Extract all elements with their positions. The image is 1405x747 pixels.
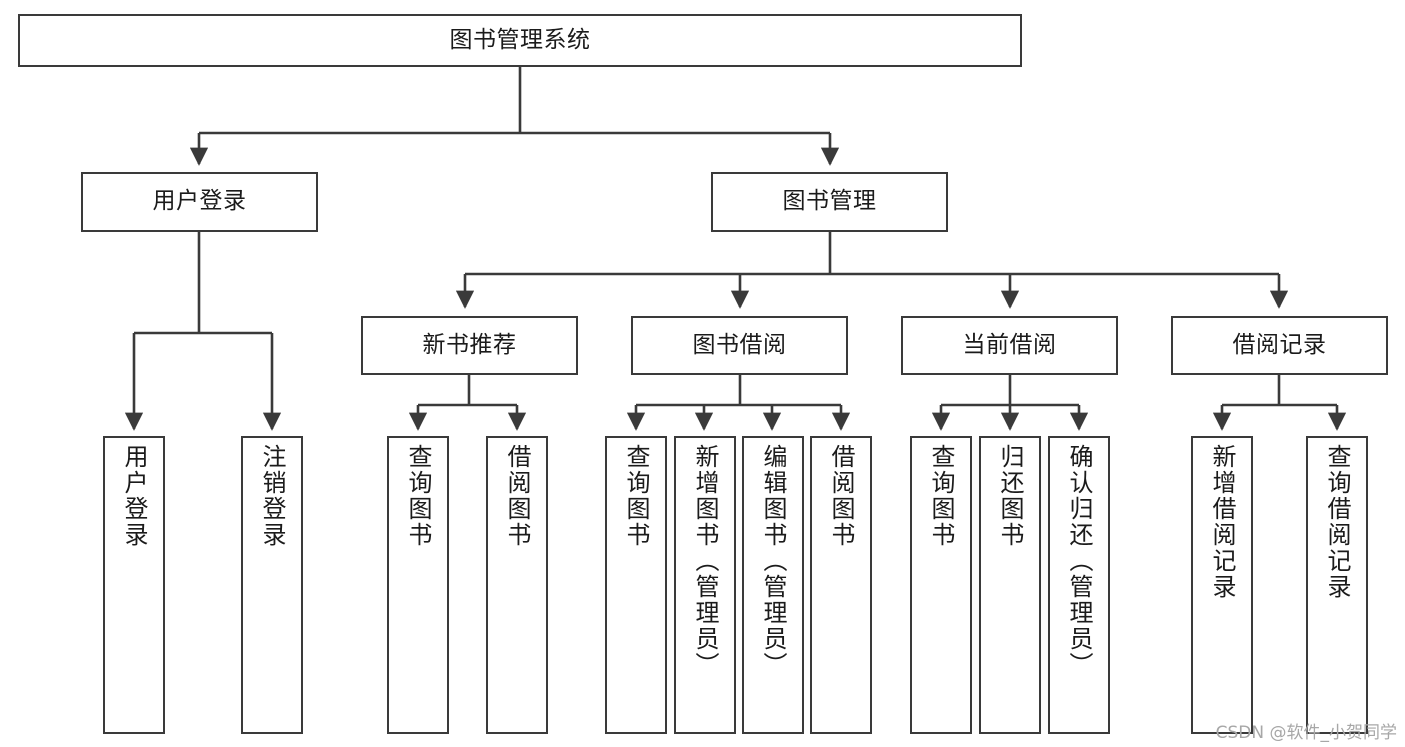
node-label: 查询图书 (927, 444, 955, 548)
leaf-borrow-query-book[interactable]: 查询图书 (605, 436, 667, 734)
node-label: 新书推荐 (422, 331, 517, 358)
node-label: 借阅图书 (503, 444, 531, 548)
node-new-book-recommend[interactable]: 新书推荐 (361, 316, 578, 375)
node-label: 图书管理 (782, 188, 877, 215)
watermark-text: CSDN @软件_小贺同学 (1215, 723, 1397, 743)
node-label: 用户登录 (120, 444, 148, 548)
leaf-user-login[interactable]: 用户登录 (103, 436, 165, 734)
node-label: 图书管理系统 (449, 26, 591, 53)
node-user-login[interactable]: 用户登录 (81, 172, 318, 232)
node-label: 编辑图书（管理员） (759, 444, 787, 678)
node-label: 用户登录 (152, 188, 247, 215)
node-borrow-record[interactable]: 借阅记录 (1171, 316, 1388, 375)
leaf-current-return-book[interactable]: 归还图书 (979, 436, 1041, 734)
leaf-record-add-borrow-record[interactable]: 新增借阅记录 (1191, 436, 1253, 734)
leaf-recommend-query-book[interactable]: 查询图书 (387, 436, 449, 734)
node-current-borrow[interactable]: 当前借阅 (901, 316, 1118, 375)
leaf-record-query-borrow-record[interactable]: 查询借阅记录 (1306, 436, 1368, 734)
leaf-current-query-book[interactable]: 查询图书 (910, 436, 972, 734)
node-book-borrow[interactable]: 图书借阅 (631, 316, 848, 375)
node-label: 确认归还（管理员） (1065, 444, 1093, 678)
node-label: 查询图书 (404, 444, 432, 548)
node-book-management[interactable]: 图书管理 (711, 172, 948, 232)
leaf-borrow-edit-book-admin[interactable]: 编辑图书（管理员） (742, 436, 804, 734)
node-label: 借阅记录 (1232, 331, 1327, 358)
node-label: 图书借阅 (692, 331, 787, 358)
node-label: 新增借阅记录 (1208, 444, 1236, 600)
node-label: 归还图书 (996, 444, 1024, 548)
node-label: 当前借阅 (962, 331, 1057, 358)
node-label: 查询借阅记录 (1323, 444, 1351, 600)
leaf-current-confirm-return-admin[interactable]: 确认归还（管理员） (1048, 436, 1110, 734)
node-label: 借阅图书 (827, 444, 855, 548)
node-label: 注销登录 (258, 444, 286, 548)
leaf-borrow-add-book-admin[interactable]: 新增图书（管理员） (674, 436, 736, 734)
node-root-book-management-system[interactable]: 图书管理系统 (18, 14, 1022, 67)
leaf-logout[interactable]: 注销登录 (241, 436, 303, 734)
leaf-borrow-borrow-book[interactable]: 借阅图书 (810, 436, 872, 734)
node-label: 查询图书 (622, 444, 650, 548)
leaf-recommend-borrow-book[interactable]: 借阅图书 (486, 436, 548, 734)
node-label: 新增图书（管理员） (691, 444, 719, 678)
